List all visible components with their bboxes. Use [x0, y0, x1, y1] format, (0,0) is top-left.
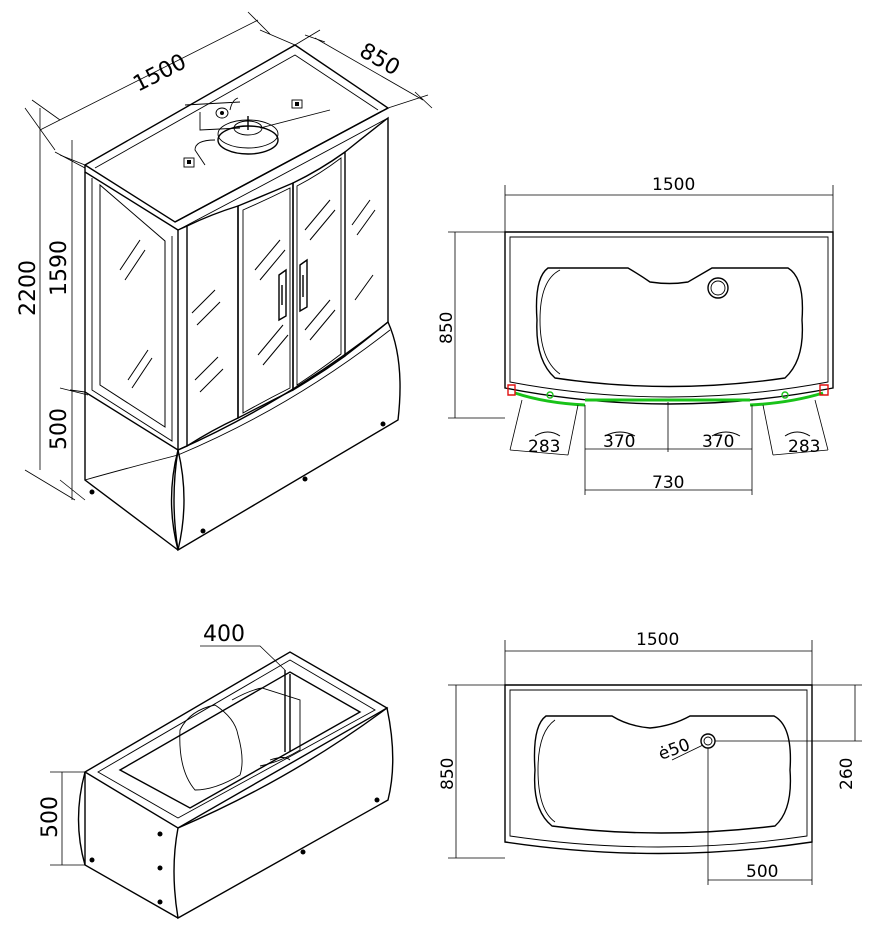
- cabin-width-dimension: 1500: [24, 11, 296, 166]
- door-left-label: 370: [603, 432, 635, 452]
- cabin-roof: [83, 44, 390, 223]
- drain-diameter-callout: ė50: [656, 735, 704, 765]
- drain-diameter-label: ė50: [656, 735, 693, 765]
- tub-depth-label: 400: [203, 622, 245, 647]
- tub-height-dimension: 500: [38, 771, 85, 866]
- tub-inner-basin: [118, 671, 362, 809]
- opening-label: 730: [652, 473, 684, 493]
- cabin-top-view: 1500 850 283 370 370 283 730: [437, 175, 834, 495]
- door-right-label: 370: [702, 432, 734, 452]
- cabin-left-panel: [84, 172, 179, 452]
- cabin-height-base-label: 500: [47, 408, 72, 450]
- corner-left-label: 283: [528, 437, 560, 457]
- tub-front-skirt: [173, 706, 394, 920]
- cabin-3d-view: 1500 850 2200 1590 500: [16, 11, 433, 552]
- cabin-width-label: 1500: [129, 50, 190, 98]
- door-track-right: [749, 391, 824, 407]
- cabin-top-width-dimension: 1500: [504, 175, 834, 232]
- corner-right-label: 283: [788, 437, 820, 457]
- drain-offset-x-dimension: 500: [707, 748, 813, 885]
- corner-marker-right: [819, 384, 829, 396]
- cabin-height-dimensions: 2200 1590 500: [16, 99, 89, 501]
- corner-marker-left: [507, 384, 516, 396]
- cabin-base: [173, 320, 401, 552]
- cabin-front-right-glass: [344, 116, 389, 357]
- cabin-top-depth-dimension: 850: [437, 231, 505, 419]
- roof-fan-icon: [291, 99, 303, 109]
- door-track-left: [514, 391, 586, 407]
- tub-drain-icon: [700, 733, 716, 749]
- cabin-drain-icon: [707, 277, 729, 299]
- tub-top-view: 1500 850 260 500 ė50: [438, 630, 862, 885]
- door-handle-left: [278, 268, 287, 322]
- cabin-front-left-glass: [186, 205, 239, 447]
- cabin-height-upper-label: 1590: [47, 240, 72, 296]
- cabin-top-depth-label: 850: [437, 312, 457, 344]
- cabin-door-right-dimension: 370: [668, 405, 753, 452]
- cabin-top-width-label: 1500: [652, 175, 695, 195]
- tub-top-outline: [504, 684, 813, 855]
- tub-top-depth-dimension: 850: [438, 684, 505, 859]
- tub-height-label: 500: [38, 796, 63, 838]
- tub-top-width-dimension: 1500: [504, 630, 813, 685]
- drain-offset-x-label: 500: [746, 862, 778, 882]
- cabin-sliding-door-left: [237, 181, 294, 420]
- cabin-door-left-dimension: 370: [584, 402, 669, 452]
- door-handle-right: [299, 258, 308, 313]
- tub-top-width-label: 1500: [636, 630, 679, 650]
- cabin-top-basin: [535, 267, 804, 388]
- cabin-opening-dimension: 730: [584, 452, 753, 495]
- cabin-sliding-door-right: [292, 150, 346, 392]
- cabin-height-total-label: 2200: [16, 260, 41, 316]
- cabin-corner-left-dimension: 283: [509, 399, 579, 457]
- tub-3d-view: 400 500: [38, 622, 394, 920]
- tub-top-depth-label: 850: [438, 758, 458, 790]
- rain-shower-head: [217, 116, 279, 155]
- tub-top-basin: [533, 715, 792, 834]
- drain-offset-y-label: 260: [837, 758, 857, 790]
- roof-speaker-icon: [183, 157, 195, 168]
- cabin-top-outline: [504, 231, 834, 405]
- drain-offset-y-dimension: 260: [715, 684, 862, 790]
- tub-depth-dimension: 400: [200, 622, 286, 671]
- cabin-corner-right-dimension: 283: [762, 399, 829, 457]
- roof-light-icon: [215, 107, 229, 119]
